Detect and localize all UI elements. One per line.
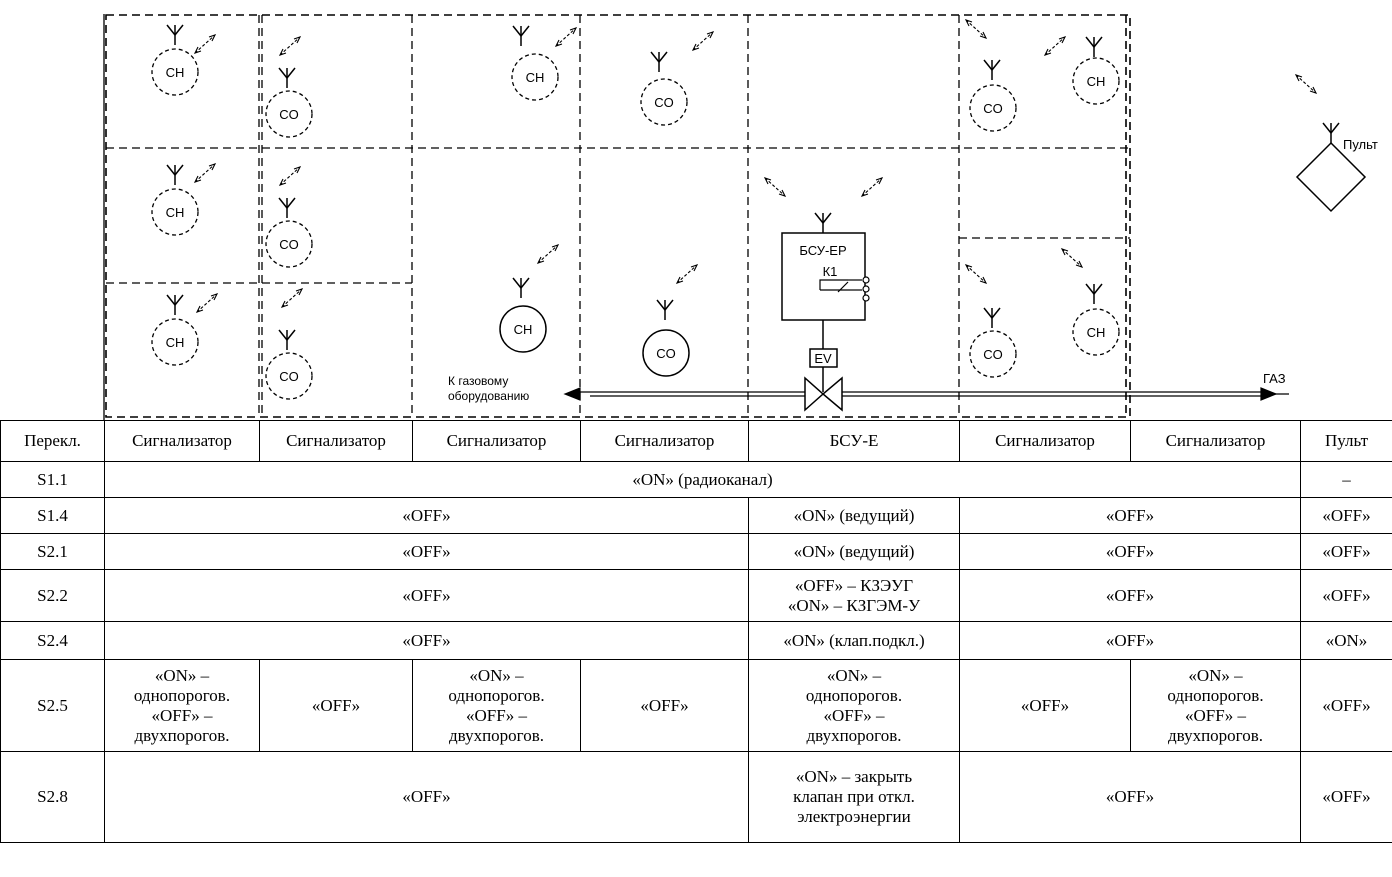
co-sensor-3: CO [265,288,313,400]
switch-settings-table: Перекл. Сигнализатор Сигнализатор Сигнал… [0,420,1392,843]
table-row: S2.2 «OFF» «OFF» – КЗЭУГ «ON» – КЗГЭМ-У … [0,569,1392,622]
ch-sensor-4: CH [511,25,577,101]
setting-cell: «OFF» [104,533,749,570]
bsu-setting-cell: «ON» (ведущий) [748,497,960,534]
ch-sensor-1: CH [151,24,216,96]
setting-cell: «OFF» [959,751,1301,843]
header-cell-remote: Пульт [1300,420,1392,462]
svg-text:EV: EV [814,351,832,366]
table-row: S2.8 «OFF» «ON» – закрыть клапан при отк… [0,751,1392,843]
setting-cell: «OFF» [259,659,413,752]
bsu-setting-cell: «ON» – однопорогов. «OFF» – двухпорогов. [748,659,960,752]
setting-cell: «OFF» [959,533,1301,570]
setting-cell: «OFF» [580,659,749,752]
setting-cell: «ON» – однопорогов. «OFF» – двухпорогов. [104,659,260,752]
co-sensor-2: CO [265,166,313,268]
svg-text:CO: CO [279,237,299,252]
setting-cell: «ON» – однопорогов. «OFF» – двухпорогов. [412,659,581,752]
svg-text:CH: CH [166,335,185,350]
table-row: S1.4 «OFF» «ON» (ведущий) «OFF» «OFF» [0,497,1392,534]
svg-text:CH: CH [166,65,185,80]
setting-cell: «OFF» [959,497,1301,534]
gas-valve-icon [804,376,843,412]
setting-cell: «OFF» [104,621,749,660]
bsu-setting-cell: «OFF» – КЗЭУГ «ON» – КЗГЭМ-У [748,569,960,622]
svg-text:К1: К1 [823,264,838,279]
remote-setting-cell: «OFF» [1300,497,1392,534]
diagram-frame [103,14,1131,420]
svg-text:CO: CO [983,347,1003,362]
co-sensor-wired-1: CO [642,264,698,377]
setting-cell: «ON» – однопорогов. «OFF» – двухпорогов. [1130,659,1301,752]
svg-text:CH: CH [166,205,185,220]
remote-setting-cell: «OFF» [1300,659,1392,752]
remote-setting-cell: – [1300,461,1392,498]
remote-control: Пульт [1295,74,1378,213]
remote-setting-cell: «OFF» [1300,533,1392,570]
svg-text:CO: CO [279,369,299,384]
switch-name: S2.2 [0,569,105,622]
header-cell-signalizer-2: Сигнализатор [259,420,413,462]
header-cell-signalizer-5: Сигнализатор [959,420,1131,462]
svg-text:CH: CH [514,322,533,337]
co-sensor-5: CO [965,19,1017,132]
switch-name: S1.1 [0,461,105,498]
svg-text:CH: CH [526,70,545,85]
header-cell-bsu: БСУ-Е [748,420,960,462]
setting-cell: «OFF» [104,751,749,843]
svg-text:К газовому: К газовому [448,374,508,388]
switch-name: S2.8 [0,751,105,843]
table-row: S1.1 «ON» (радиоканал) – [0,461,1392,498]
header-cell-signalizer-3: Сигнализатор [412,420,581,462]
ch-sensor-5: CH [1044,36,1120,105]
svg-text:БСУ-ЕР: БСУ-ЕР [799,243,846,258]
bsu-setting-cell: «ON» (ведущий) [748,533,960,570]
svg-text:CO: CO [654,95,674,110]
setting-cell: «ON» (радиоканал) [104,461,1301,498]
setting-cell: «OFF» [959,659,1131,752]
header-cell-signalizer-4: Сигнализатор [580,420,749,462]
gas-label: ГАЗ [1263,371,1286,386]
ch-sensor-2: CH [151,163,216,236]
co-sensor-6: CO [965,264,1017,378]
switch-name: S2.1 [0,533,105,570]
bsu-setting-cell: «ON» (клап.подкл.) [748,621,960,660]
svg-text:CO: CO [279,107,299,122]
setting-cell: «OFF» [104,497,749,534]
remote-setting-cell: «ON» [1300,621,1392,660]
svg-text:CO: CO [656,346,676,361]
svg-text:оборудованию: оборудованию [448,389,529,403]
table-row: S2.4 «OFF» «ON» (клап.подкл.) «OFF» «ON» [0,621,1392,660]
co-sensor-1: CO [265,36,313,138]
remote-setting-cell: «OFF» [1300,751,1392,843]
ch-sensor-6: CH [1061,248,1120,356]
ch-sensor-3: CH [151,293,218,366]
switch-name: S2.5 [0,659,105,752]
table-row: S2.5 «ON» – однопорогов. «OFF» – двухпор… [0,659,1392,752]
relay-contact-icon [819,276,870,302]
switch-name: S1.4 [0,497,105,534]
bsu-control-unit: БСУ-ЕР К1 EV [764,177,883,392]
setting-cell: «OFF» [959,569,1301,622]
table-row: S2.1 «OFF» «ON» (ведущий) «OFF» «OFF» [0,533,1392,570]
table-header-row: Перекл. Сигнализатор Сигнализатор Сигнал… [0,420,1392,462]
setting-cell: «OFF» [959,621,1301,660]
ch-sensor-wired-1: CH [499,244,559,353]
gas-equipment-label: К газовому оборудованию [448,374,529,403]
svg-text:Пульт: Пульт [1343,137,1378,152]
header-cell-signalizer-1: Сигнализатор [104,420,260,462]
bsu-setting-cell: «ON» – закрыть клапан при откл. электроэ… [748,751,960,843]
header-cell-signalizer-6: Сигнализатор [1130,420,1301,462]
svg-text:CH: CH [1087,74,1106,89]
switch-name: S2.4 [0,621,105,660]
co-sensor-4: CO [640,31,714,126]
zone-dividers [106,15,1130,417]
remote-setting-cell: «OFF» [1300,569,1392,622]
svg-text:CO: CO [983,101,1003,116]
header-cell-switch: Перекл. [0,420,105,462]
gas-pipeline [563,387,1289,401]
svg-text:CH: CH [1087,325,1106,340]
system-diagram: CH CH CH CO CO CO CH [103,14,1378,420]
setting-cell: «OFF» [104,569,749,622]
